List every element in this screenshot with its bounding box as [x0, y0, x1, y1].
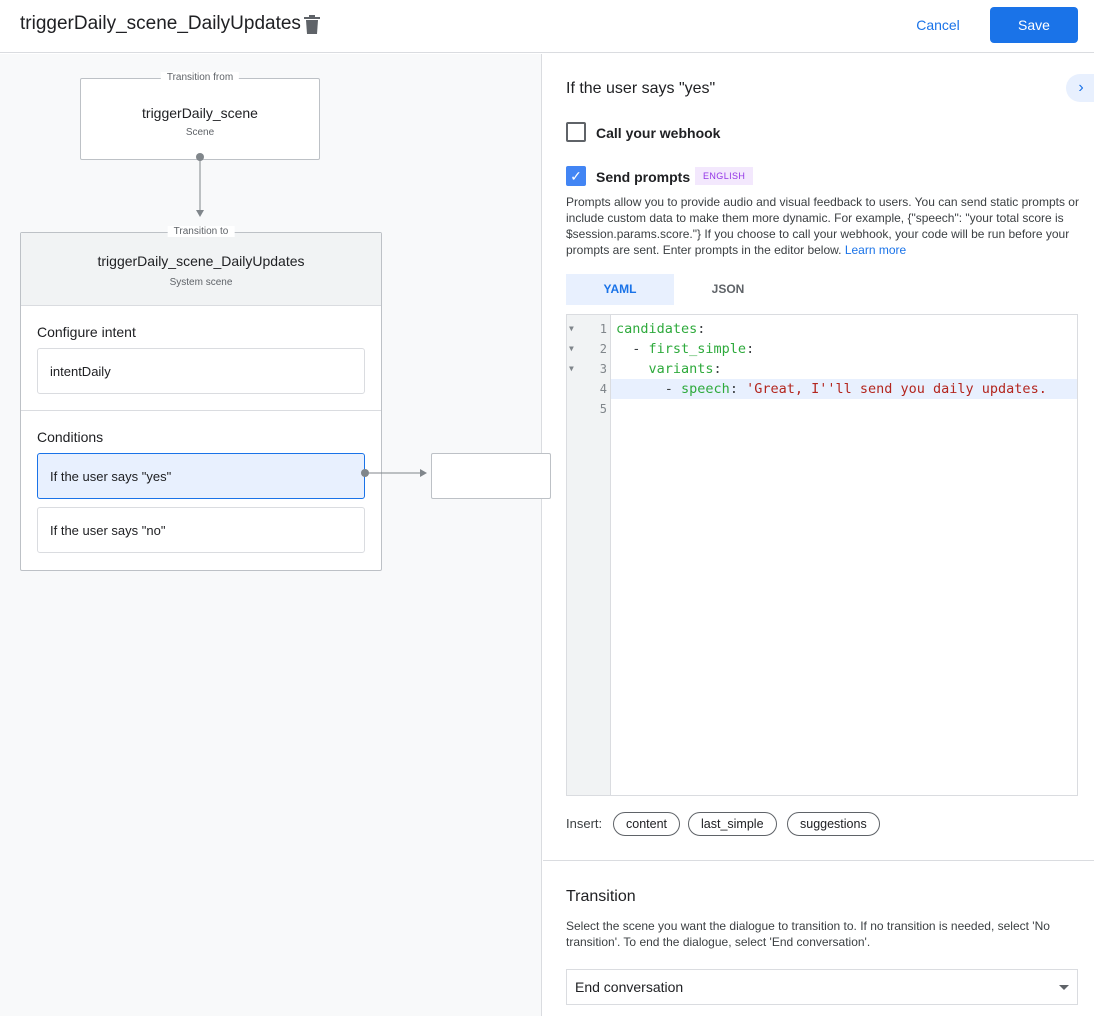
scene-type: System scene	[169, 277, 233, 288]
prompts-label: Send prompts	[596, 169, 691, 185]
line-number: 4	[599, 382, 607, 396]
webhook-checkbox[interactable]	[566, 122, 586, 142]
legend: Transition to	[167, 226, 235, 237]
conditions-heading: Conditions	[37, 429, 104, 445]
language-badge: ENGLISH	[695, 167, 754, 185]
line-number: 2	[599, 342, 607, 356]
fold-icon[interactable]: ▼	[569, 324, 574, 333]
empty-target-node[interactable]	[431, 453, 551, 499]
line-number: 5	[599, 402, 607, 416]
code-line: candidates:	[616, 321, 706, 337]
insert-chip-content[interactable]: content	[613, 812, 681, 836]
check-icon: ✓	[570, 168, 582, 184]
intent-heading: Configure intent	[37, 324, 136, 340]
code-line: - speech: 'Great, I''ll send you daily u…	[616, 381, 1047, 397]
scene-type: Scene	[185, 127, 215, 138]
scene-name: triggerDaily_scene_DailyUpdates	[97, 253, 305, 269]
transition-select[interactable]: End conversation	[566, 969, 1078, 1005]
editor-gutter	[567, 315, 611, 795]
learn-more-link[interactable]: Learn more	[844, 243, 907, 257]
code-editor[interactable]: ▼ 1 candidates: ▼ 2 - first_simple: ▼ 3 vari…	[566, 314, 1078, 796]
insert-chip-suggestions[interactable]: suggestions	[787, 812, 880, 836]
condition-connector	[361, 469, 427, 477]
transition-from-node[interactable]: Transition from triggerDaily_scene Scene	[80, 72, 320, 160]
panel-heading: If the user says "yes"	[566, 80, 716, 97]
transition-heading: Transition	[566, 888, 636, 905]
transition-to-node: Transition to triggerDaily_scene_DailyUp…	[20, 226, 382, 571]
dropdown-arrow-icon	[1059, 985, 1069, 990]
chevron-right-icon[interactable]: ›	[1066, 74, 1094, 102]
line-number: 1	[599, 322, 607, 336]
condition-no[interactable]: If the user says "no"	[37, 507, 365, 553]
fold-icon[interactable]: ▼	[569, 364, 574, 373]
connector-arrow	[196, 153, 204, 217]
legend: Transition from	[160, 72, 240, 83]
fold-icon[interactable]: ▼	[569, 344, 574, 353]
transition-value: End conversation	[575, 979, 684, 995]
transition-description: Select the scene you want the dialogue t…	[566, 919, 1050, 949]
detail-panel: › If the user says "yes" Call your webho…	[543, 54, 1094, 1016]
scene-name: triggerDaily_scene	[142, 105, 258, 121]
insert-chip-last-simple[interactable]: last_simple	[688, 812, 777, 836]
code-line: - first_simple:	[616, 341, 755, 357]
trash-icon[interactable]	[304, 15, 320, 34]
page-title: triggerDaily_scene_DailyUpdates	[20, 13, 301, 34]
active-line	[611, 379, 1077, 399]
divider	[543, 860, 1094, 861]
cancel-button[interactable]: Cancel	[905, 8, 971, 42]
prompts-description: Prompts allow you to provide audio and v…	[566, 194, 1086, 258]
flow-canvas[interactable]: Transition from triggerDaily_scene Scene…	[0, 54, 551, 1016]
tab-json[interactable]: JSON	[711, 282, 745, 296]
tab-yaml[interactable]: YAML	[566, 274, 674, 305]
intent-item[interactable]: intentDaily	[37, 348, 365, 394]
insert-label: Insert:	[566, 816, 603, 831]
condition-yes[interactable]: If the user says "yes"	[37, 453, 365, 499]
top-bar: triggerDaily_scene_DailyUpdates Cancel S…	[0, 0, 1094, 53]
line-number: 3	[599, 362, 607, 376]
send-prompts-checkbox[interactable]: ✓	[566, 166, 586, 186]
save-button[interactable]: Save	[990, 7, 1078, 43]
code-line: variants:	[648, 361, 722, 377]
webhook-label: Call your webhook	[596, 125, 721, 141]
description-text: Prompts allow you to provide audio and v…	[566, 195, 1079, 257]
